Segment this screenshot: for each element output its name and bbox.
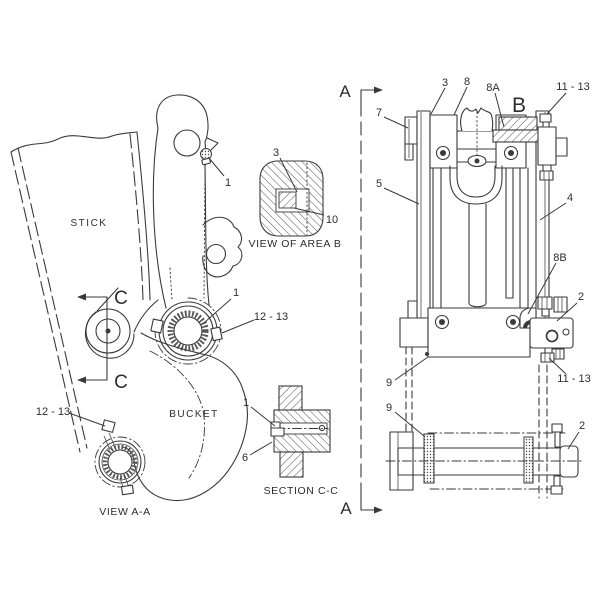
callout-2-bottom: 2 xyxy=(579,420,585,432)
bucket-pin-bearing xyxy=(94,419,146,496)
coupler-top-blocks xyxy=(429,107,544,169)
callout-3-asm: 3 xyxy=(442,77,448,89)
leader-cc-6 xyxy=(249,441,273,456)
side-block-2-mid xyxy=(529,317,574,349)
callout-8b: 8B xyxy=(553,252,566,264)
leader-link-bolt-top xyxy=(208,157,225,177)
leader-8b xyxy=(527,262,557,315)
leader-bearing-mid xyxy=(204,298,232,323)
stick-label: STICK xyxy=(71,218,108,229)
area-b-detail xyxy=(259,160,324,237)
caption-view-aa: VIEW A-A xyxy=(99,506,150,518)
leader-cc-1 xyxy=(250,406,276,427)
stick-outline xyxy=(10,131,151,453)
leader-2-mid xyxy=(556,302,578,322)
leader-area-b-3 xyxy=(279,157,298,193)
leader-7 xyxy=(383,116,409,129)
callout-10-area-b: 10 xyxy=(326,214,338,226)
leader-shims-mid xyxy=(221,319,255,334)
callout-1-section-cc: 1 xyxy=(243,397,249,409)
callout-12-13-mid: 12 - 13 xyxy=(254,311,288,323)
link-pin-bolt-top xyxy=(200,148,212,166)
leader-4 xyxy=(539,202,567,221)
callout-12-13-bucket: 12 - 13 xyxy=(36,406,70,418)
arrow-c-top xyxy=(77,293,86,301)
leader-11-13-top xyxy=(546,92,567,115)
letter-c-bottom: C xyxy=(114,372,128,393)
callout-1-link-bolt: 1 xyxy=(225,177,231,189)
leader-8a xyxy=(494,92,505,128)
callout-3-area-b: 3 xyxy=(273,147,279,159)
callout-9-lower: 9 xyxy=(386,402,392,414)
letter-c-top: C xyxy=(114,288,128,309)
callout-6-section-cc: 6 xyxy=(242,452,248,464)
section-cc-detail xyxy=(270,385,331,478)
leader-9-upper xyxy=(394,356,429,381)
leader-5 xyxy=(383,187,420,205)
callout-2-mid: 2 xyxy=(578,291,584,303)
callout-8: 8 xyxy=(464,76,470,88)
callout-1-bearing: 1 xyxy=(233,287,239,299)
caption-view-area-b: VIEW OF AREA B xyxy=(248,238,341,250)
leader-9-lower xyxy=(394,411,425,437)
arrow-c-bottom xyxy=(77,376,86,384)
bucket-label: BUCKET xyxy=(169,409,219,420)
coupler-hook xyxy=(449,165,503,205)
letter-a-bottom: A xyxy=(340,499,352,518)
callout-7: 7 xyxy=(376,107,382,119)
wedge-plate-8a xyxy=(492,129,544,143)
side-block-2-bottom xyxy=(559,445,579,478)
wedge-block-8a xyxy=(498,116,538,131)
pin-collar-right xyxy=(523,436,534,484)
leader-2-bottom xyxy=(567,431,580,450)
letter-a-top: A xyxy=(339,82,351,101)
leader-3 xyxy=(430,87,446,115)
phantom-lines xyxy=(405,346,548,499)
callout-5: 5 xyxy=(376,178,382,190)
mid-bracket xyxy=(399,296,574,363)
leader-area-b-10 xyxy=(293,207,325,216)
leader-8 xyxy=(453,86,468,116)
callout-8a: 8A xyxy=(486,82,500,94)
side-bolt-bracket-top xyxy=(537,113,568,181)
section-a-line xyxy=(360,86,383,514)
callout-9-upper: 9 xyxy=(386,377,392,389)
link-arm xyxy=(152,94,219,309)
caption-section-cc: SECTION C-C xyxy=(264,485,339,497)
leader-shims-bucket xyxy=(68,412,106,427)
leader-11-13-mid xyxy=(548,357,567,375)
arrow-a-bottom xyxy=(374,506,383,514)
letter-b: B xyxy=(512,94,526,117)
arrow-a-top xyxy=(374,86,383,94)
section-c-markers xyxy=(77,293,108,384)
pin-collar-left xyxy=(423,433,435,484)
callout-4: 4 xyxy=(567,192,573,204)
main-pin-bearing xyxy=(150,297,223,365)
callout-11-13-mid: 11 - 13 xyxy=(557,373,590,385)
bottom-pin-assembly xyxy=(385,423,585,495)
ear-bracket xyxy=(202,216,243,278)
callout-11-13-top: 11 - 13 xyxy=(556,81,589,93)
